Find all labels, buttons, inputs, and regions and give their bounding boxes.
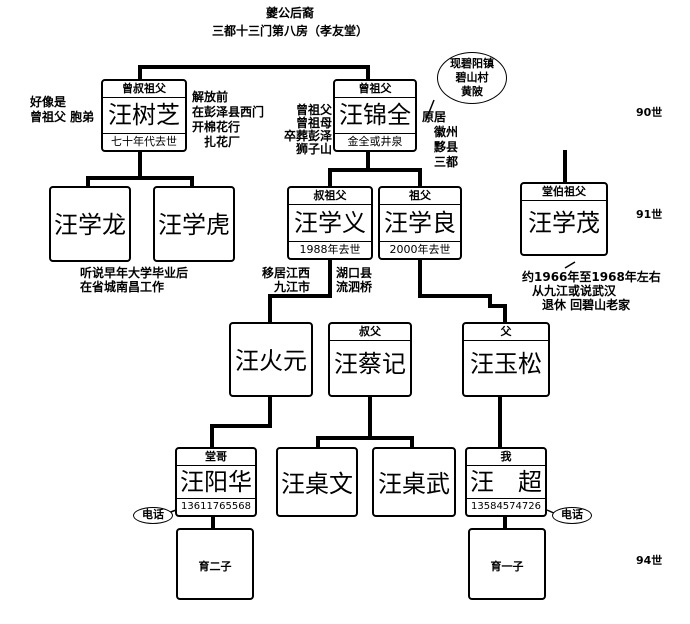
- person-box-xuelong: 汪学龙: [49, 186, 131, 262]
- person-box-huoyuan: 汪火元: [229, 322, 313, 397]
- role-label: 曾叔祖父: [103, 81, 185, 98]
- person-box-yusong: 父 汪玉松: [462, 322, 550, 397]
- annotation-retirement-note: 约1966年至1968年左右 从九江或说武汉 退休 回碧山老家: [522, 270, 661, 312]
- role-label: 祖父: [380, 188, 460, 205]
- generation-90-label: 90世: [636, 106, 663, 119]
- person-name: 汪桌武: [378, 470, 450, 498]
- role-label: 堂伯祖父: [522, 184, 606, 201]
- person-name: 汪玉松: [470, 350, 542, 378]
- person-name: 汪阳华: [180, 468, 252, 496]
- bubble-line: 现碧阳镇: [450, 57, 494, 70]
- generation-91-label: 91世: [636, 208, 663, 221]
- child-box-2: 育一子: [468, 528, 546, 600]
- person-box-xuemao: 堂伯祖父 汪学茂: [520, 182, 608, 256]
- annotation-residence-note: 湖口县流泗桥: [336, 266, 373, 294]
- person-name: 汪学义: [294, 209, 366, 237]
- annotation-business-note: 解放前在彭泽县西门 开棉花行扎花厂: [192, 90, 265, 149]
- role-label: 堂哥: [177, 449, 255, 466]
- person-name: 汪学龙: [54, 211, 126, 239]
- person-name: 汪树芝: [108, 101, 180, 129]
- person-note: 金全或井泉: [335, 133, 415, 150]
- person-name: 汪桌文: [281, 470, 353, 498]
- annotation-origin-note: 原居徽州 黟县三都: [422, 110, 459, 169]
- person-box-zhuowu: 汪桌武: [372, 447, 456, 517]
- header-line1: 夔公后裔: [265, 6, 314, 20]
- person-box-caiji: 叔父 汪蔡记: [328, 322, 412, 397]
- person-name: 汪锦全: [339, 101, 411, 129]
- origin-bubble: 现碧阳镇 碧山村 黄陂: [437, 52, 507, 104]
- role-label: 我: [467, 449, 545, 466]
- person-box-xueyi: 叔祖父 汪学义 1988年去世: [287, 186, 373, 260]
- annotation-career-note: 听说早年大学毕业后在省城南昌工作: [80, 266, 189, 294]
- child-note: 育一子: [490, 560, 524, 573]
- annotation-relocation-note: 移居江西九江市: [262, 266, 311, 294]
- person-note: 2000年去世: [380, 241, 460, 258]
- person-box-shuzhi: 曾叔祖父 汪树芝 七十年代去世: [101, 79, 187, 152]
- person-name: 汪学虎: [158, 211, 230, 239]
- role-label: 叔祖父: [289, 188, 371, 205]
- role-label: 叔父: [330, 324, 410, 341]
- phone-number: 13584574726: [467, 498, 545, 515]
- child-note: 育二子: [198, 560, 232, 573]
- person-box-xueliang: 祖父 汪学良 2000年去世: [378, 186, 462, 260]
- person-name: 汪学良: [384, 209, 456, 237]
- person-name: 汪 超: [470, 468, 542, 496]
- person-note: 1988年去世: [289, 241, 371, 258]
- phone-label-left: 电话: [133, 507, 173, 524]
- person-name: 汪火元: [235, 347, 307, 375]
- role-label: 父: [464, 324, 548, 341]
- header-line2: 三都十三门第八房（孝友堂）: [211, 24, 368, 38]
- person-box-jinquan: 曾祖父 汪锦全 金全或井泉: [333, 79, 417, 152]
- annotation-sibling-note: 好像是曾祖父 胞弟: [30, 95, 95, 124]
- person-name: 汪学茂: [528, 209, 600, 237]
- generation-94-label: 94世: [636, 554, 663, 567]
- phone-number: 13611765568: [177, 498, 255, 515]
- person-box-zhuowen: 汪桌文: [276, 447, 358, 517]
- person-box-yanghua: 堂哥 汪阳华 13611765568: [175, 447, 257, 517]
- annotation-burial-note: 曾祖父曾祖母 卒葬彭泽狮子山: [283, 103, 332, 156]
- child-box-1: 育二子: [176, 528, 254, 600]
- person-note: 七十年代去世: [103, 133, 185, 150]
- person-box-xuehu: 汪学虎: [153, 186, 235, 262]
- bubble-line: 碧山村: [455, 71, 489, 84]
- phone-label-right: 电话: [552, 507, 592, 524]
- person-name: 汪蔡记: [334, 350, 406, 378]
- role-label: 曾祖父: [335, 81, 415, 98]
- person-box-chao: 我 汪 超 13584574726: [465, 447, 547, 517]
- bubble-line: 黄陂: [461, 85, 483, 98]
